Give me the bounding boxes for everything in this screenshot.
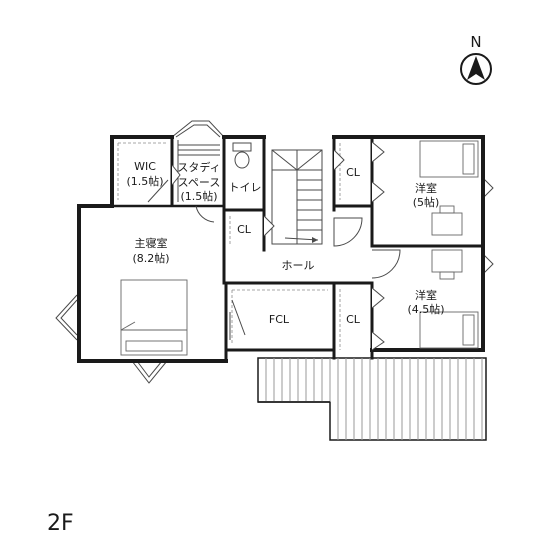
balcony-deck [257,357,487,441]
study-desk [177,140,220,202]
bay-window-east-upper [482,177,494,199]
western2-size: (4.5帖) [407,303,444,316]
cl-bottom-name: CL [346,313,361,326]
western2-name: 洋室 [415,288,437,302]
toilet-icon [232,142,252,169]
bay-window-south [131,360,168,384]
closet-doors [171,141,385,351]
study-size: (1.5帖) [180,190,217,203]
bed-master [120,279,188,356]
wic-rail [117,142,169,203]
fcl-name: FCL [269,313,290,326]
room-labels: WIC (1.5帖) スタディ スペース (1.5帖) トイレ 主寝室 (8.2… [126,160,444,326]
compass-icon: N [460,33,492,85]
door-swings [195,205,401,340]
wic-size: (1.5帖) [126,175,163,188]
master-name: 主寝室 [135,236,168,250]
hall-name: ホール [282,259,315,272]
master-size: (8.2帖) [132,252,169,265]
western1-name: 洋室 [415,181,437,195]
cl-top-name: CL [346,166,361,179]
staircase [271,149,323,245]
cl-mid-name: CL [237,223,252,236]
fcl-shelf [231,289,328,344]
cl-rails [229,143,341,350]
western1-furniture [419,140,479,236]
wic-name: WIC [134,160,156,173]
compass-letter: N [470,33,481,51]
western2-furniture [419,249,479,349]
bay-window-east-lower [482,253,494,275]
floor-label: 2F [47,511,74,536]
toilet-name: トイレ [229,181,262,194]
study-name-1: スタディ [177,160,220,174]
study-name-2: スペース [178,176,221,189]
western1-size: (5帖) [413,196,440,209]
bay-window-top [171,120,225,138]
bay-window-west [55,294,78,341]
